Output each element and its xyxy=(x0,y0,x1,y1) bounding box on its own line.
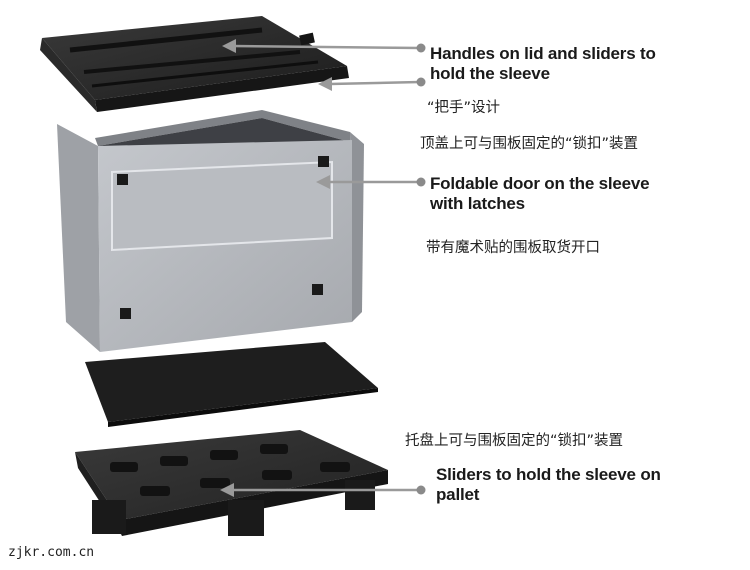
sleeve-right-wall xyxy=(350,132,364,322)
arrow-line-lid-slider xyxy=(329,80,421,86)
pallet-recess xyxy=(260,444,288,454)
pallet-recess xyxy=(320,462,350,472)
label-pallet-zh: 托盘上可与围板固定的“锁扣”装置 xyxy=(405,433,624,449)
latch-top-left xyxy=(117,174,128,185)
arrow-head-lid-slider xyxy=(318,77,332,91)
pallet xyxy=(75,430,388,536)
lid-handle-groove-2 xyxy=(83,50,301,74)
latch-bottom-right xyxy=(312,284,323,295)
sleeve xyxy=(57,110,364,352)
label-door-line2: with latches xyxy=(430,194,525,213)
pallet-recess xyxy=(140,486,170,496)
label-door-line1: Foldable door on the sleeve xyxy=(430,174,650,193)
label-lid-handle-zh: “把手”设计 xyxy=(427,100,501,116)
sleeve-back-wall xyxy=(95,110,350,146)
arrow-dot-door xyxy=(416,177,426,187)
label-lid-handles-line2: hold the sleeve xyxy=(430,64,550,83)
pallet-recess xyxy=(110,462,138,472)
pallet-foot-center xyxy=(228,500,264,536)
lid xyxy=(40,16,349,112)
arrow-dot-lid-handles xyxy=(416,43,426,53)
callout-arrows xyxy=(220,39,426,497)
arrow-line-lid-handles xyxy=(231,44,421,50)
pallet-foot-right xyxy=(345,480,375,510)
pallet-recess xyxy=(262,470,292,480)
lid-slider xyxy=(299,32,315,46)
foldable-door xyxy=(111,160,333,252)
arrow-dot-lid-slider xyxy=(416,77,426,87)
arrow-dot-pallet xyxy=(416,485,426,495)
pallet-top xyxy=(75,430,388,520)
liner-sheet xyxy=(85,342,378,422)
liner-sheet-edge xyxy=(108,388,378,427)
pallet-recess xyxy=(210,450,238,460)
label-pallet-line1: Sliders to hold the sleeve on xyxy=(436,465,661,484)
pallet-foot-left xyxy=(92,500,126,534)
lid-top xyxy=(42,16,347,100)
lid-side-edge xyxy=(40,38,97,112)
arrow-head-pallet xyxy=(220,483,234,497)
lid-handle-groove-3 xyxy=(91,60,319,88)
arrow-head-door xyxy=(316,175,330,189)
lid-front-edge xyxy=(95,66,349,112)
arrow-head-lid-handles xyxy=(222,39,236,53)
label-lid-handles-line1: Handles on lid and sliders to xyxy=(430,44,656,63)
pallet-recess xyxy=(160,456,188,466)
watermark: zjkr.com.cn xyxy=(8,545,95,560)
label-lid-lock-zh: 顶盖上可与围板固定的“锁扣”装置 xyxy=(420,136,639,152)
lid-handle-groove-1 xyxy=(69,27,263,53)
latch-top-right xyxy=(318,156,329,167)
sleeve-left-wall xyxy=(57,124,100,352)
latch-bottom-left xyxy=(120,308,131,319)
pallet-recess xyxy=(200,478,230,488)
label-door-zh: 带有魔术贴的围板取货开口 xyxy=(426,240,600,256)
label-pallet-line2: pallet xyxy=(436,485,480,504)
